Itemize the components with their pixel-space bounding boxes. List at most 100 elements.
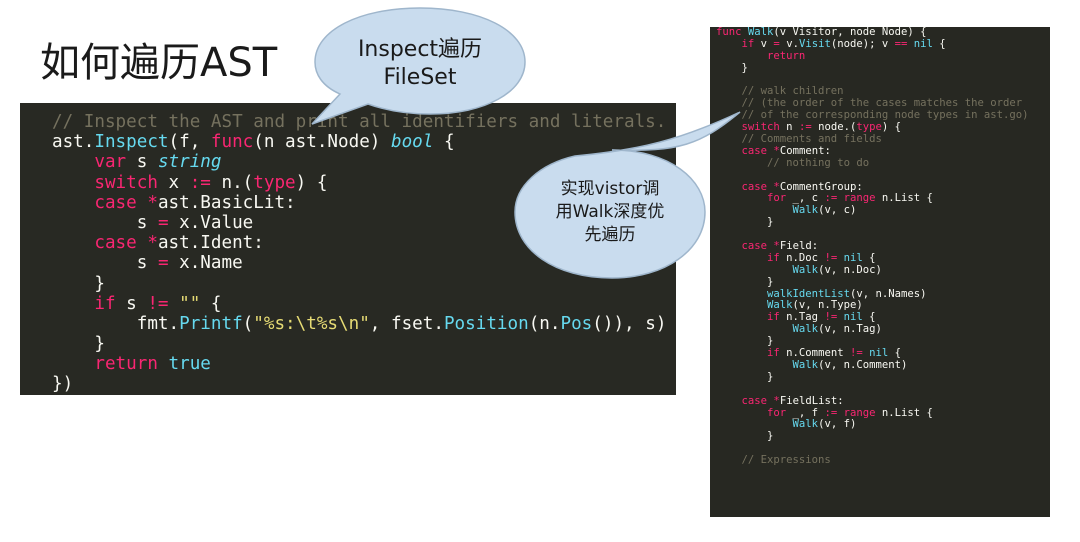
- code-line: // Comments and fields: [716, 133, 1050, 146]
- code-token: =: [157, 253, 169, 274]
- code-token: ()), s): [592, 313, 667, 334]
- code-token: :=: [798, 121, 812, 134]
- code-token: }: [716, 335, 774, 348]
- code-token: ==: [894, 37, 908, 50]
- code-token: if: [767, 251, 780, 264]
- code-line: walkIdentList(v, n.Names): [716, 288, 1050, 301]
- code-token: _, f: [786, 406, 825, 419]
- code-line: ast.Inspect(f, func(n ast.Node) bool {: [52, 132, 676, 152]
- code-token: [716, 157, 767, 169]
- code-token: string: [157, 152, 222, 173]
- code-token: node.(: [811, 121, 857, 134]
- code-token: x: [157, 172, 190, 193]
- code-token: (n.: [528, 313, 561, 334]
- code-token: {: [433, 132, 455, 153]
- code-token: }): [52, 374, 74, 395]
- code-token: (: [242, 313, 254, 334]
- code-token: [716, 50, 767, 62]
- code-line: }: [716, 216, 1050, 229]
- code-token: case: [741, 394, 768, 407]
- code-token: }: [716, 61, 748, 74]
- code-line: }: [716, 61, 1050, 75]
- code-token: [716, 347, 767, 359]
- code-token: (n ast.Node): [253, 132, 391, 153]
- code-token: (v, n.Comment): [818, 358, 908, 371]
- code-token: // of the corresponding node types in as…: [741, 109, 1029, 122]
- code-token: FieldList:: [779, 394, 844, 407]
- code-line: if n.Comment != nil {: [716, 347, 1050, 360]
- code-token: x.Value: [168, 212, 254, 233]
- code-token: nil: [843, 251, 863, 264]
- code-token: [716, 323, 793, 335]
- code-token: [52, 354, 94, 374]
- code-token: [716, 359, 793, 371]
- code-token: , fset.: [369, 313, 444, 334]
- code-token: if: [94, 293, 116, 314]
- code-line: }: [716, 371, 1050, 384]
- code-token: (f,: [168, 132, 211, 153]
- code-token: {: [862, 311, 876, 324]
- code-token: fmt.: [52, 313, 180, 334]
- code-line: // Inspect the AST and print all identif…: [52, 112, 676, 132]
- code-token: !=: [849, 347, 863, 360]
- code-token: if: [767, 347, 780, 360]
- code-token: v.: [779, 37, 799, 50]
- code-token: !=: [824, 311, 838, 324]
- code-token: Walk: [792, 323, 819, 336]
- code-token: [716, 311, 767, 323]
- code-token: [716, 109, 742, 121]
- code-token: s: [52, 253, 158, 274]
- code-token: case: [741, 144, 768, 157]
- code-line: case *Field:: [716, 240, 1050, 253]
- code-line: // of the corresponding node types in as…: [716, 109, 1050, 122]
- code-line: // Expressions: [716, 454, 1050, 467]
- code-token: [716, 252, 767, 264]
- code-token: }: [716, 430, 774, 443]
- code-token: n.(: [210, 172, 254, 193]
- code-token: case: [94, 233, 137, 254]
- code-line: if v = v.Visit(node); v == nil {: [716, 37, 1050, 51]
- code-token: [716, 240, 742, 252]
- code-token: {: [862, 251, 876, 264]
- code-token: s: [126, 152, 158, 173]
- code-token: [137, 193, 148, 213]
- code-token: *: [773, 144, 780, 157]
- inspect-bubble-line2: FileSet: [383, 65, 457, 90]
- code-token: [137, 233, 148, 253]
- code-token: [716, 204, 793, 216]
- code-token: [169, 294, 180, 314]
- code-token: func: [716, 27, 742, 38]
- code-token: Visit: [798, 37, 831, 50]
- code-token: true: [168, 354, 211, 375]
- code-token: Walk: [747, 27, 774, 38]
- code-line: Walk(v, f): [716, 418, 1050, 431]
- code-token: [52, 294, 94, 314]
- inspect-bubble-text: Inspect遍历 FileSet: [340, 36, 500, 92]
- code-line: Walk(v, n.Comment): [716, 358, 1050, 372]
- code-line: s = x.Name: [52, 253, 676, 273]
- code-token: [716, 85, 742, 97]
- code-token: // walk children: [741, 85, 844, 98]
- code-token: s: [115, 293, 148, 314]
- code-token: Walk: [792, 358, 819, 371]
- code-token: Inspect: [94, 132, 169, 153]
- inspect-bubble-line1: Inspect遍历: [357, 37, 483, 62]
- code-token: // Inspect the AST and print all identif…: [52, 112, 667, 132]
- code-token: ast.Ident:: [157, 233, 264, 254]
- code-token: *: [773, 240, 780, 253]
- code-token: Walk: [792, 263, 819, 276]
- code-token: return: [767, 49, 806, 62]
- code-line: }: [52, 334, 676, 354]
- code-token: [52, 233, 94, 253]
- code-token: CommentGroup:: [779, 180, 863, 193]
- code-token: :=: [824, 192, 838, 205]
- code-token: var: [94, 152, 127, 173]
- code-line: Walk(v, n.Doc): [716, 263, 1050, 277]
- code-token: [716, 38, 742, 50]
- code-token: n.Tag: [779, 311, 825, 324]
- code-token: // (the order of the cases matches the o…: [741, 97, 1023, 110]
- code-token: // Expressions: [741, 454, 831, 467]
- code-token: *: [773, 394, 780, 407]
- code-token: n.List {: [875, 192, 933, 205]
- code-token: ) {: [295, 172, 328, 193]
